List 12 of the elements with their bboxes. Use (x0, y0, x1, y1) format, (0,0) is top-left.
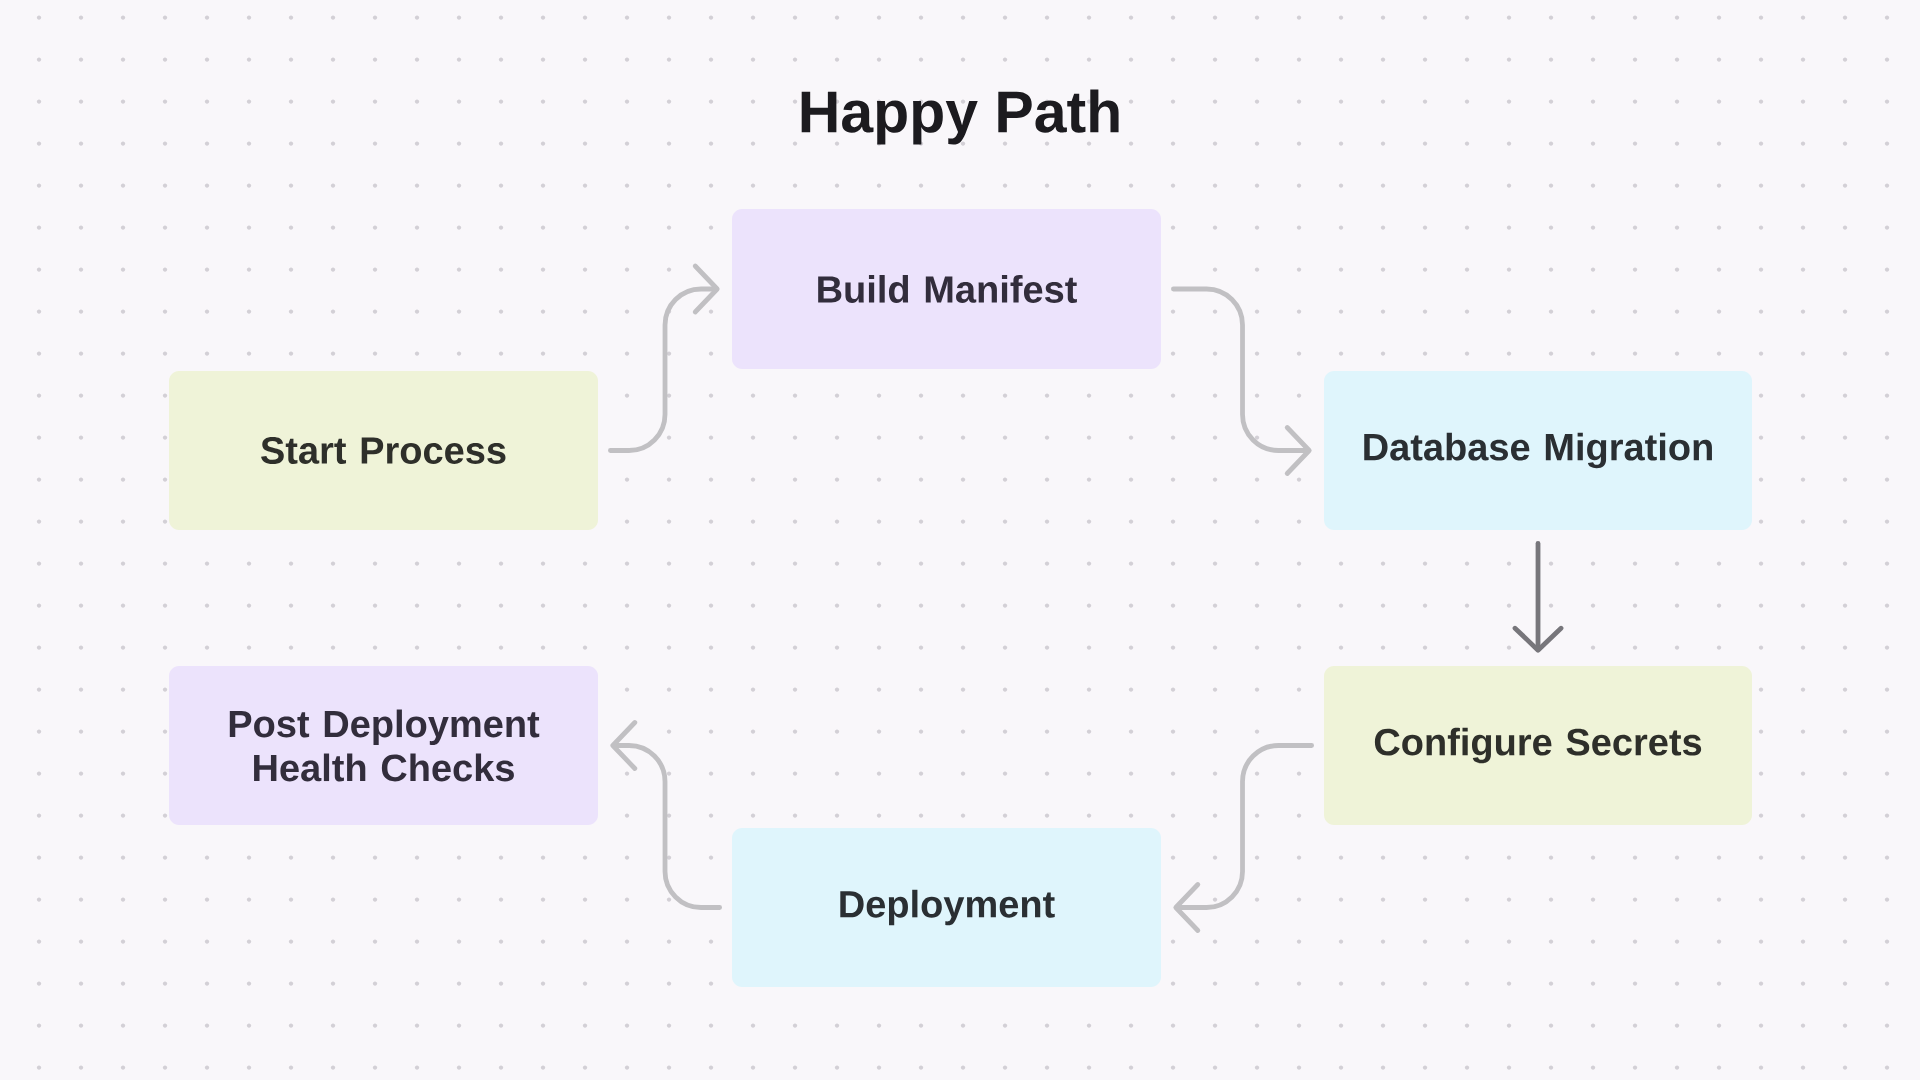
process-box: Deployment (732, 828, 1161, 987)
title: Happy Path (801, 89, 1119, 145)
arrow (608, 263, 720, 453)
process-box: Database Migration (1324, 371, 1752, 530)
arrow (1173, 743, 1314, 933)
process-box: Start Process (169, 371, 598, 530)
process-box: Configure Secrets (1324, 666, 1752, 825)
arrow (1512, 541, 1564, 653)
arrow (1171, 286, 1312, 476)
process-box: Post Deployment Health Checks (169, 666, 598, 825)
process-box: Build Manifest (732, 209, 1161, 369)
arrow (610, 720, 722, 910)
